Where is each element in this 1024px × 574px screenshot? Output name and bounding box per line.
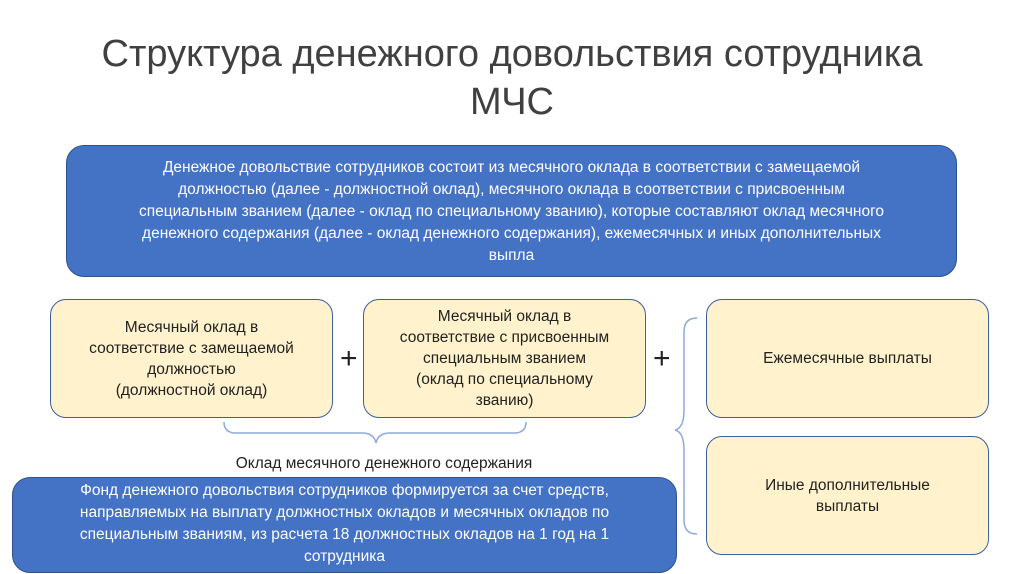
fund-line: сотрудника <box>304 548 385 565</box>
title-line-1: Структура денежного довольствия сотрудни… <box>101 33 923 75</box>
box-monthly-payments: Ежемесячные выплаты <box>706 299 989 418</box>
box-line: специальным званием <box>422 350 586 367</box>
salary-brace <box>223 421 527 444</box>
fund-line: Фонд денежного довольствия сотрудников ф… <box>80 482 609 499</box>
page-title: Структура денежного довольствия сотрудни… <box>0 30 1024 126</box>
definition-line: выпла <box>488 247 535 264</box>
box-line: выплаты <box>815 497 880 515</box>
fund-line: специальным званиям, из расчета 18 должн… <box>79 526 610 543</box>
box-line: (должностной оклад) <box>115 381 268 399</box>
plus-sign-1: + <box>340 342 358 375</box>
box-line: соответствие с присвоенным <box>399 329 610 346</box>
box-line: должностью <box>147 360 236 378</box>
definition-line: денежного содержания (далее - оклад дене… <box>142 225 881 242</box>
fund-line: направляемых на выплату должностных окла… <box>79 504 610 521</box>
box-line: Ежемесячные выплаты <box>763 350 932 367</box>
title-line-2: МЧС <box>470 81 554 123</box>
box-line: (оклад по специальному <box>416 371 593 388</box>
salary-caption: Оклад месячного денежного содержания <box>235 455 533 472</box>
definition-box: Денежное довольствие сотрудников состоит… <box>66 145 957 277</box>
box-rank-salary: Месячный оклад в соответствие с присвоен… <box>363 299 646 418</box>
box-line: Месячный оклад в <box>124 318 259 336</box>
payments-brace <box>674 317 698 535</box>
box-other-payments: Иные дополнительные выплаты <box>706 436 989 555</box>
definition-line: должностью (далее - должностной оклад), … <box>178 181 845 198</box>
box-line: соответствие с замещаемой <box>89 339 294 357</box>
plus-sign-2: + <box>653 342 671 375</box>
definition-line: Денежное довольствие сотрудников состоит… <box>162 159 861 176</box>
fund-box: Фонд денежного довольствия сотрудников ф… <box>12 477 677 573</box>
definition-line: специальным званием (далее - оклад по сп… <box>138 203 885 220</box>
box-line: званию) <box>475 392 534 409</box>
box-position-salary: Месячный оклад в соответствие с замещаем… <box>50 299 333 418</box>
box-line: Иные дополнительные <box>765 476 930 494</box>
box-line: Месячный оклад в <box>437 308 572 325</box>
